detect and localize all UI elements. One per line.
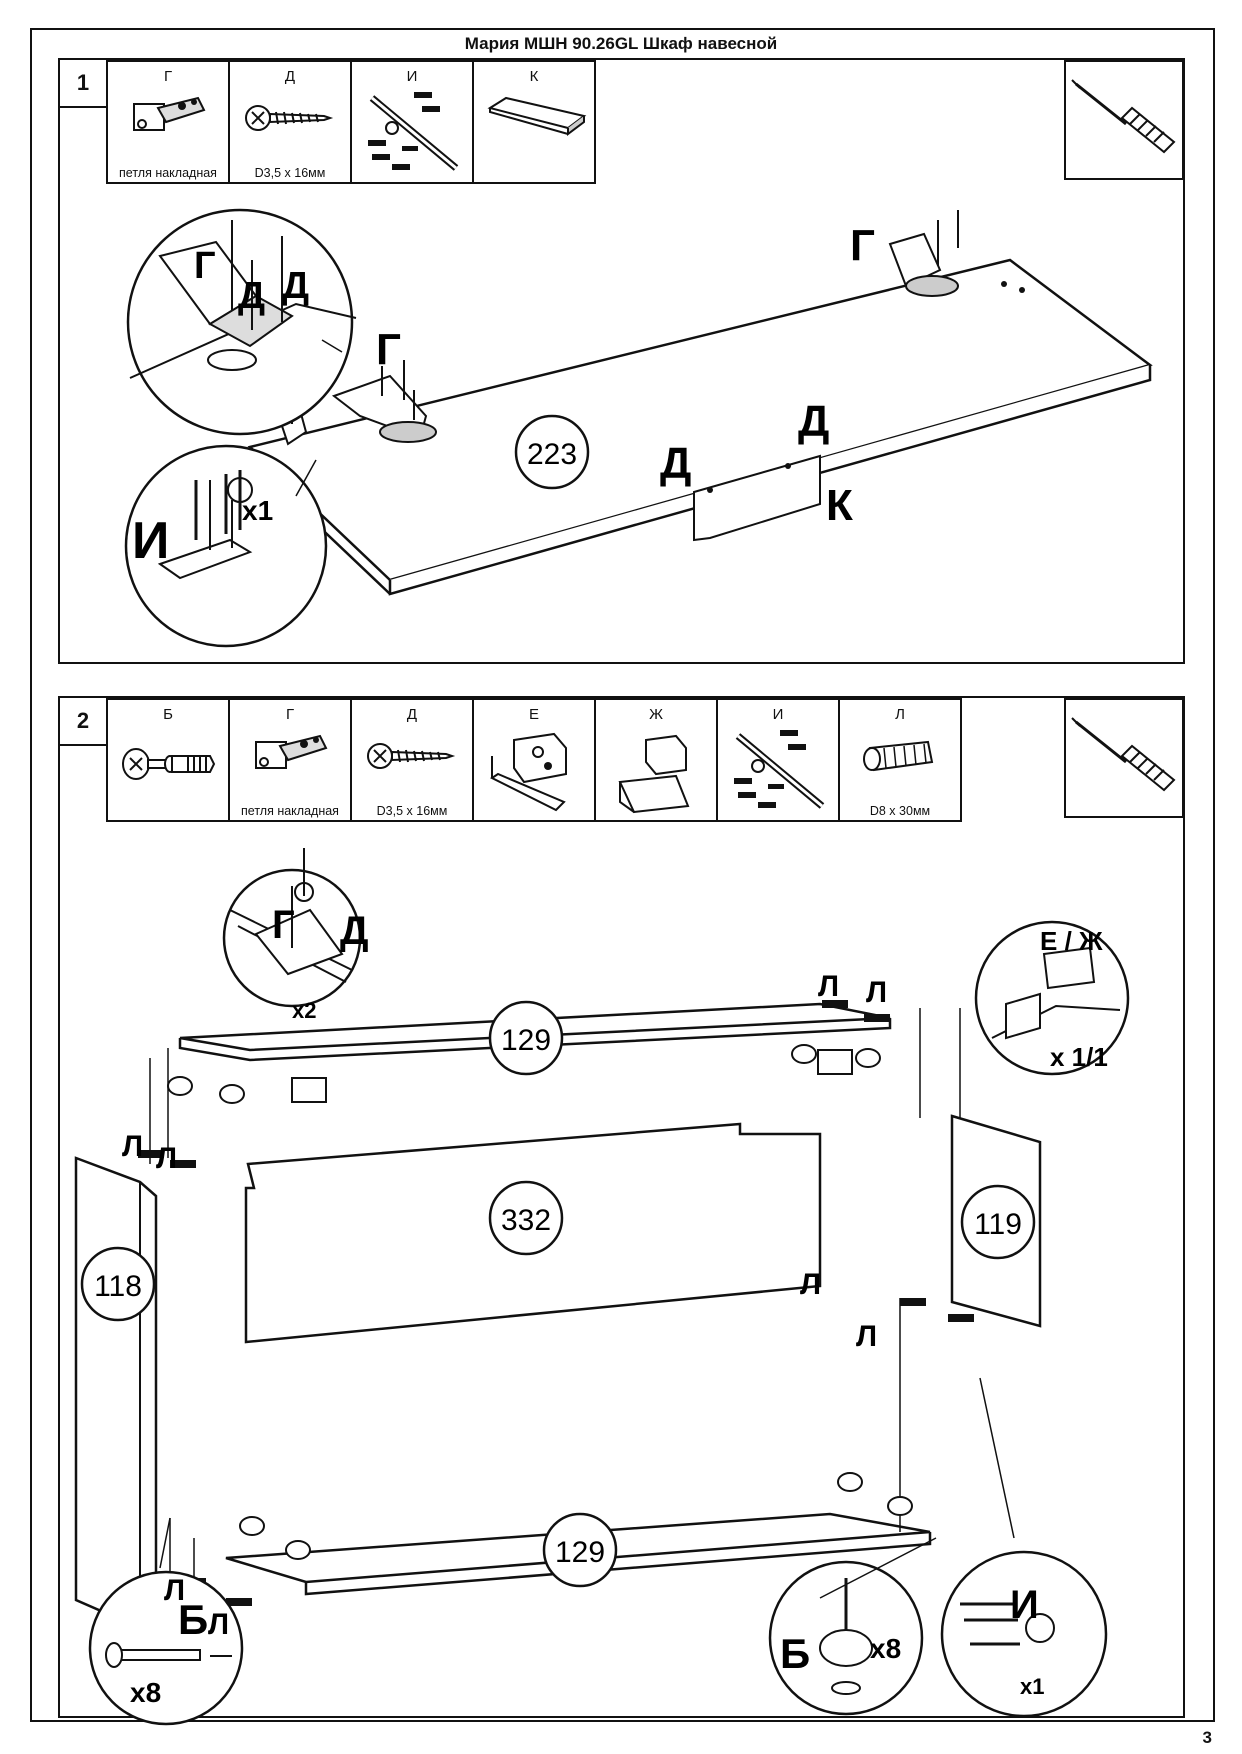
- callout-screw-zoom: Д: [340, 909, 369, 953]
- callout-hanger-qty: x 1/1: [1050, 1042, 1108, 1072]
- panel-bottom-label: 129: [555, 1536, 605, 1569]
- dowel-icon: [863, 740, 934, 772]
- panel-left-label: 118: [94, 1270, 142, 1303]
- step-2-panel: 2 Б Г петля накладная: [58, 696, 1185, 1726]
- panel-top-label: 129: [501, 1024, 551, 1057]
- part-d-screw: Д D3,5 x 16мм: [350, 698, 474, 822]
- part-zh-cover: Ж: [594, 698, 718, 822]
- part-l-dowel: Л D8 x 30мм: [838, 698, 962, 822]
- panel-right-label: 119: [974, 1208, 1022, 1241]
- callout-dowel-8: Л: [208, 1608, 229, 1641]
- hinge-icon: [133, 96, 206, 131]
- page-number: 3: [1202, 1728, 1212, 1747]
- part-caption: D3,5 x 16мм: [254, 166, 326, 180]
- page-frame: [30, 28, 1215, 1722]
- part-letter: Д: [284, 68, 296, 85]
- part-caption: петля накладная: [241, 804, 339, 818]
- callout-screw-zoom-2: Д: [282, 265, 309, 307]
- callout-lift-qty: x1: [1020, 1674, 1044, 1699]
- tool-box: [1064, 698, 1184, 818]
- part-k-handle: К: [472, 60, 596, 184]
- callout-cam-left-qty: x8: [130, 1677, 161, 1708]
- callout-cam-right: Б: [780, 1630, 810, 1677]
- page-title: Мария МШН 90.26GL Шкаф навесной: [464, 34, 778, 53]
- part-caption: D3,5 x 16мм: [376, 804, 448, 818]
- callout-lift-qty: x1: [242, 495, 273, 526]
- part-letter: И: [772, 706, 784, 723]
- callout-dowel-6: Л: [856, 1320, 877, 1353]
- cam-lock-icon: [122, 748, 216, 780]
- screwdriver-icon: [1071, 717, 1176, 792]
- callout-dowel-7: Л: [164, 1574, 185, 1607]
- callout-hinge-mid: Г: [376, 325, 401, 374]
- step-2-drawing: 129 332 129 118 119 Г Д x2 Е / Ж x 1/1 И…: [74, 848, 1130, 1726]
- panel-number-badges: [80, 1000, 1036, 1588]
- step-2-parts-strip: Б Г петля накладная Д: [106, 698, 962, 822]
- callout-hinge-zoom: Г: [272, 903, 295, 947]
- handle-profile-icon: [487, 96, 587, 136]
- hanger-cover-icon: [618, 734, 690, 814]
- panel-back-label: 332: [501, 1204, 551, 1237]
- callout-hinge-qty: x2: [292, 998, 316, 1023]
- part-letter: И: [406, 68, 418, 85]
- callout-dowel-3: Л: [818, 970, 839, 1003]
- callout-cam-left: Б: [178, 1596, 208, 1643]
- callout-lift: И: [132, 512, 169, 570]
- part-i-lift-kit: И: [716, 698, 840, 822]
- callout-screw-handle-2: Д: [798, 397, 829, 446]
- part-letter: Б: [163, 706, 173, 723]
- hinge-icon: [255, 734, 328, 769]
- tool-box: [1064, 60, 1184, 180]
- callout-screw-zoom-1: Д: [238, 275, 265, 317]
- callout-dowel-5: Л: [800, 1268, 821, 1301]
- screwdriver-icon: [1071, 79, 1176, 154]
- part-e-hanger: Е: [472, 698, 596, 822]
- callout-screw-handle-1: Д: [660, 439, 691, 488]
- callout-dowel-1: Л: [122, 1130, 143, 1163]
- callout-dowel-4: Л: [866, 976, 887, 1009]
- part-i-lift-kit: И: [350, 60, 474, 184]
- part-letter: Е: [528, 706, 539, 723]
- callout-cam-right-qty: x8: [870, 1633, 901, 1664]
- part-letter: Г: [163, 68, 173, 85]
- part-letter: Д: [406, 706, 418, 723]
- part-letter: Г: [285, 706, 295, 723]
- part-caption: D8 x 30мм: [869, 804, 931, 818]
- callout-hanger: Е / Ж: [1040, 926, 1103, 956]
- panel-223-label: 223: [527, 438, 577, 471]
- callout-handle: К: [826, 481, 853, 530]
- part-g-hinge: Г петля накладная: [106, 60, 230, 184]
- screw-icon: [367, 743, 456, 769]
- screw-icon: [245, 105, 334, 131]
- callout-hinge-right: Г: [850, 221, 875, 270]
- part-letter: К: [529, 68, 539, 85]
- gas-lift-kit-icon: [734, 730, 825, 809]
- callout-lift: И: [1010, 1583, 1039, 1627]
- step-1-drawing: 223 Г Д Д Г Г Д Д К И x1: [124, 208, 1153, 648]
- part-caption: петля накладная: [119, 166, 217, 180]
- step-1-panel: 1 Г петля накладная Д D3,5 x 16мм: [58, 58, 1185, 664]
- callout-hinge-zoom: Г: [194, 245, 216, 287]
- callout-dowel-2: Л: [156, 1142, 177, 1175]
- step-1-parts-strip: Г петля накладная Д D3,5 x 16мм И: [106, 60, 596, 184]
- part-letter: Л: [895, 706, 905, 723]
- gas-lift-kit-icon: [368, 92, 459, 171]
- part-letter: Ж: [649, 706, 663, 723]
- hanger-bracket-icon: [490, 732, 567, 812]
